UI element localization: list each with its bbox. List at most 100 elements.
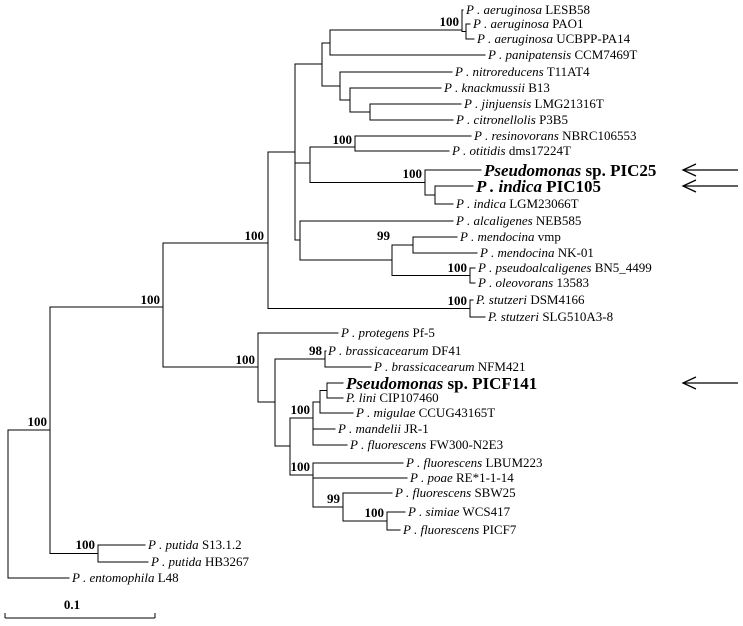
taxon-species: P. stutzeri <box>475 292 527 307</box>
taxon-species: P . simiae <box>407 504 460 519</box>
taxon-strain: BN5_4499 <box>595 260 652 275</box>
highlight-arrow <box>681 376 738 390</box>
taxon-label: P . panipatensis CCM7469T <box>487 47 637 62</box>
taxon-species: P . migulae <box>355 405 416 420</box>
taxon-species: P . fluorescens <box>394 485 471 500</box>
taxon-strain: NEB585 <box>536 213 582 228</box>
taxon-species: P . aeruginosa <box>476 31 553 46</box>
taxon-strain: CCM7469T <box>574 47 637 62</box>
taxon-strain: CIP107460 <box>379 390 438 405</box>
bootstrap-value: 100 <box>440 14 460 29</box>
taxon-label: P . aeruginosa PAO1 <box>472 16 584 31</box>
bootstrap-value: 100 <box>291 402 311 417</box>
taxon-species: P. stutzeri <box>487 309 539 324</box>
taxon-label: P . aeruginosa LESB58 <box>465 2 590 17</box>
taxon-strain: L48 <box>158 570 179 585</box>
taxon-label: P . jinjuensis LMG21316T <box>463 96 604 111</box>
taxon-species: P . resinovorans <box>473 128 559 143</box>
taxon-labels: P . aeruginosa LESB58 P . aeruginosa PAO… <box>71 2 656 585</box>
taxon-strain: LMG21316T <box>535 96 604 111</box>
bootstrap-value: 100 <box>448 293 468 308</box>
taxon-species: P . panipatensis <box>487 47 571 62</box>
taxon-strain: LGM23066T <box>509 196 578 211</box>
bootstrap-value: 99 <box>377 228 391 243</box>
taxon-label: P . brassicacearum NFM421 <box>373 359 525 374</box>
taxon-label: P . putida S13.1.2 <box>147 537 242 552</box>
bootstrap-values: 100 100 100 100 99 100 100 100 100 98 10… <box>28 14 468 552</box>
arrow-head-icon <box>681 179 697 193</box>
taxon-species: P . nitroreducens <box>454 64 544 79</box>
taxon-label: P . mandelii JR-1 <box>337 421 429 436</box>
taxon-species: P . protegens <box>340 325 409 340</box>
taxon-strain: Pf-5 <box>413 325 435 340</box>
taxon-label-highlighted: P . indica PIC105 <box>475 177 601 196</box>
taxon-strain: NBRC106553 <box>562 128 636 143</box>
taxon-strain: sp. PIC25 <box>586 161 657 180</box>
taxon-strain: sp. PICF141 <box>448 374 538 393</box>
taxon-species: P . fluorescens <box>402 522 479 537</box>
taxon-species: P . brassicacearum <box>373 359 475 374</box>
taxon-strain: P3B5 <box>539 112 568 127</box>
taxon-strain: DF41 <box>432 343 462 358</box>
taxon-label: P . simiae WCS417 <box>407 504 511 519</box>
bootstrap-value: 100 <box>365 505 385 520</box>
scale-bar-label: 0.1 <box>64 597 80 612</box>
taxon-species: P . mandelii <box>337 421 401 436</box>
bootstrap-value: 100 <box>291 459 311 474</box>
taxon-label: P . aeruginosa UCBPP-PA14 <box>476 31 631 46</box>
taxon-label: P . otitidis dms17224T <box>451 143 571 158</box>
taxon-species: P . citronellolis <box>455 112 536 127</box>
taxon-label: P . fluorescens SBW25 <box>394 485 516 500</box>
taxon-species: Pseudomonas <box>345 374 444 393</box>
taxon-species: P . mendocina <box>479 245 555 260</box>
taxon-strain: JR-1 <box>404 421 429 436</box>
taxon-label: P . alcaligenes NEB585 <box>455 213 581 228</box>
taxon-strain: HB3267 <box>205 554 250 569</box>
taxon-label: P . mendocina NK-01 <box>479 245 594 260</box>
taxon-strain: LBUM223 <box>485 455 542 470</box>
taxon-species: P . poae <box>409 470 453 485</box>
taxon-strain: PIC105 <box>546 177 601 196</box>
taxon-label: P . migulae CCUG43165T <box>355 405 495 420</box>
taxon-label: P . resinovorans NBRC106553 <box>473 128 637 143</box>
taxon-species: P. lini <box>345 390 376 405</box>
taxon-label: P . knackmussii B13 <box>443 80 550 95</box>
taxon-species: P . fluorescens <box>405 455 482 470</box>
taxon-strain: PICF7 <box>482 522 516 537</box>
highlight-arrow <box>681 163 738 177</box>
bootstrap-value: 98 <box>309 343 323 358</box>
tree-branches <box>7 9 486 579</box>
taxon-label: P. stutzeri DSM4166 <box>475 292 585 307</box>
highlight-arrow <box>681 179 738 193</box>
taxon-label: P . brassicacearum DF41 <box>327 343 461 358</box>
taxon-label: P . protegens Pf-5 <box>340 325 435 340</box>
taxon-label: P . poae RE*1-1-14 <box>409 470 514 485</box>
taxon-label-highlighted: Pseudomonas sp. PICF141 <box>345 374 537 393</box>
taxon-strain: SBW25 <box>474 485 515 500</box>
taxon-species: P . mendocina <box>459 229 535 244</box>
bootstrap-value: 100 <box>141 292 161 307</box>
taxon-label: P . oleovorans 13583 <box>477 275 589 290</box>
bootstrap-value: 100 <box>448 260 468 275</box>
taxon-label-highlighted: Pseudomonas sp. PIC25 <box>483 161 656 180</box>
taxon-strain: vmp <box>538 229 561 244</box>
taxon-label: P . fluorescens FW300-N2E3 <box>349 437 503 452</box>
taxon-label: P. stutzeri SLG510A3-8 <box>487 309 613 324</box>
taxon-label: P . entomophila L48 <box>71 570 179 585</box>
taxon-strain: NK-01 <box>558 245 594 260</box>
taxon-label: P. lini CIP107460 <box>345 390 439 405</box>
taxon-label: P . mendocina vmp <box>459 229 561 244</box>
taxon-strain: DSM4166 <box>530 292 585 307</box>
taxon-strain: T11AT4 <box>547 64 590 79</box>
taxon-label: P . citronellolis P3B5 <box>455 112 568 127</box>
taxon-strain: B13 <box>528 80 550 95</box>
taxon-species: P . knackmussii <box>443 80 525 95</box>
bootstrap-value: 100 <box>403 166 423 181</box>
taxon-species: P . putida <box>147 537 199 552</box>
taxon-strain: CCUG43165T <box>419 405 496 420</box>
bootstrap-value: 100 <box>333 132 353 147</box>
arrow-head-icon <box>681 376 697 390</box>
taxon-strain: 13583 <box>556 275 589 290</box>
taxon-species: P . brassicacearum <box>327 343 429 358</box>
taxon-species: P . entomophila <box>71 570 155 585</box>
